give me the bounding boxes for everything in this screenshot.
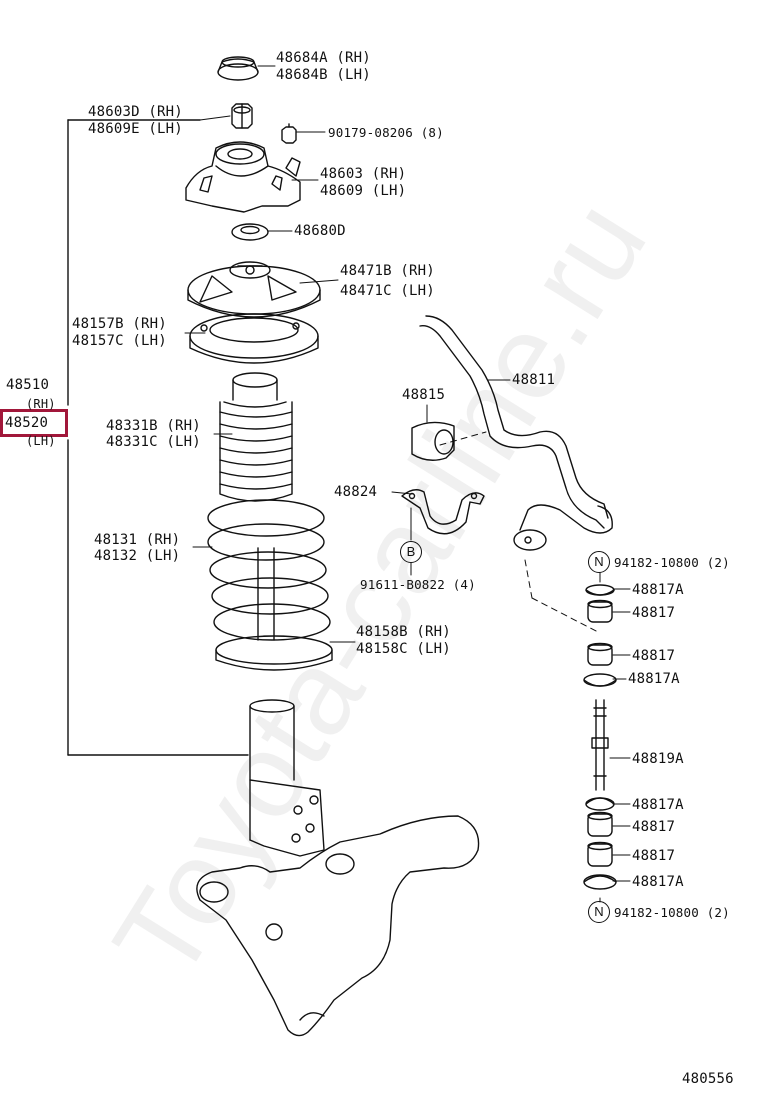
label-strut-lh[interactable]: 48520 (5, 415, 49, 431)
strut-body (249, 699, 325, 857)
lower-insulator (215, 635, 333, 671)
nut-symbol-top-icon: N (588, 551, 610, 573)
label-strut-lh-suffix: (LH) (26, 434, 56, 448)
label-bolt[interactable]: 91611-B0822 (4) (360, 577, 476, 592)
label-small-nut[interactable]: 90179-08206 (8) (328, 125, 444, 140)
dust-boot (219, 372, 293, 502)
label-mount-lh[interactable]: 48609 (LH) (320, 183, 407, 199)
label-cushion-2[interactable]: 48817 (632, 648, 676, 664)
coil-spring (207, 499, 331, 641)
label-nut-bottom[interactable]: 94182-10800 (2) (614, 905, 730, 920)
strut-mount (185, 141, 301, 213)
label-nut-top[interactable]: 94182-10800 (2) (614, 555, 730, 570)
label-boot-rh[interactable]: 48331B (RH) (106, 418, 201, 434)
label-cap-rh[interactable]: 48684A (RH) (276, 50, 371, 66)
label-cushion-1[interactable]: 48817 (632, 605, 676, 621)
dashed-lines (439, 431, 599, 633)
label-lower-insulator-rh[interactable]: 48158B (RH) (356, 624, 451, 640)
nut-symbol-bottom-icon: N (588, 901, 610, 923)
label-bearing[interactable]: 48680D (294, 223, 346, 239)
bearing (231, 223, 269, 241)
label-strut-rh[interactable]: 48510 (6, 377, 50, 393)
stabilizer-bushing (411, 421, 455, 461)
label-mount-rh[interactable]: 48603 (RH) (320, 166, 407, 182)
leader-lines (184, 65, 631, 903)
label-bushing[interactable]: 48815 (402, 387, 446, 403)
label-retainer-4[interactable]: 48817A (632, 874, 684, 890)
label-stabilizer-bar[interactable]: 48811 (512, 372, 556, 388)
label-bracket[interactable]: 48824 (334, 484, 378, 500)
label-upper-seat-lh[interactable]: 48471C (LH) (340, 283, 435, 299)
bolt-symbol-icon: B (400, 541, 422, 563)
dust-cap (217, 56, 259, 81)
label-retainer-1[interactable]: 48817A (632, 582, 684, 598)
label-spring-lh[interactable]: 48132 (LH) (94, 548, 181, 564)
label-boot-lh[interactable]: 48331C (LH) (106, 434, 201, 450)
label-insulator-rh[interactable]: 48157B (RH) (72, 316, 167, 332)
label-cushion-3[interactable]: 48817 (632, 819, 676, 835)
stabilizer-bar (419, 315, 613, 551)
label-retainer-3[interactable]: 48817A (632, 797, 684, 813)
label-spring-rh[interactable]: 48131 (RH) (94, 532, 181, 548)
link-stack (583, 584, 617, 890)
bushing-bracket (401, 489, 485, 535)
assembly-bracket-line (67, 119, 249, 756)
top-nut (231, 103, 253, 129)
small-nut (281, 123, 297, 144)
label-link[interactable]: 48819A (632, 751, 684, 767)
label-nut-rh[interactable]: 48603D (RH) (88, 104, 183, 120)
spring-insulator (189, 313, 319, 364)
label-strut-rh-suffix: (RH) (26, 397, 56, 411)
label-upper-seat-rh[interactable]: 48471B (RH) (340, 263, 435, 279)
selected-part-highlight[interactable] (0, 409, 68, 437)
label-cushion-4[interactable]: 48817 (632, 848, 676, 864)
label-lower-insulator-lh[interactable]: 48158C (LH) (356, 641, 451, 657)
label-insulator-lh[interactable]: 48157C (LH) (72, 333, 167, 349)
diagram-id: 480556 (682, 1071, 734, 1087)
label-retainer-2[interactable]: 48817A (628, 671, 680, 687)
upper-spring-seat (187, 261, 321, 318)
steering-knuckle (196, 815, 480, 1037)
label-cap-lh[interactable]: 48684B (LH) (276, 67, 371, 83)
label-nut-lh[interactable]: 48609E (LH) (88, 121, 183, 137)
